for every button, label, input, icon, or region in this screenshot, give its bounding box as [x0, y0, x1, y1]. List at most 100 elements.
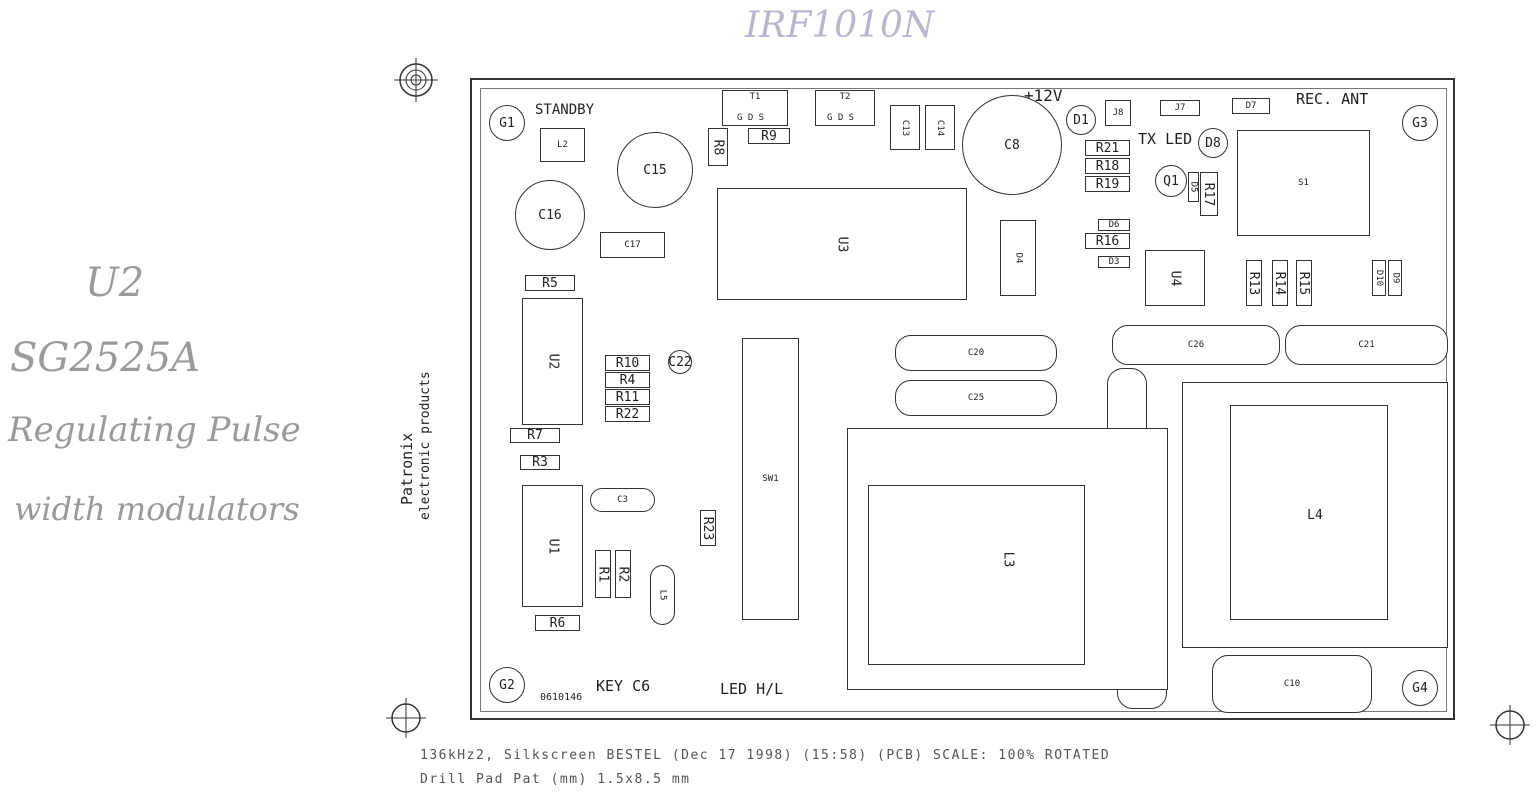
component-label: R16: [1095, 233, 1120, 249]
component-l3: L3: [847, 428, 1168, 690]
component-r21: R21: [1085, 140, 1130, 156]
brand-tagline: electronic products: [418, 371, 433, 520]
component-label: R10: [615, 355, 640, 371]
component-label: C3: [617, 495, 628, 505]
component-label: R6: [549, 615, 566, 631]
component-label: R19: [1095, 176, 1120, 192]
component-r7: R7: [510, 428, 560, 443]
component-j8: J8: [1105, 100, 1131, 126]
component-r6: R6: [535, 615, 580, 631]
component-label: R21: [1095, 140, 1120, 156]
standby-label: STANDBY: [535, 102, 595, 118]
component-label: L5: [657, 589, 668, 601]
registration-mark-icon: [1490, 705, 1530, 745]
component-c3: C3: [590, 488, 655, 512]
pcb-outline: [470, 78, 1455, 720]
component-label: R18: [1095, 158, 1120, 174]
component-u3: U3: [717, 188, 967, 300]
component-c17: C17: [600, 232, 665, 258]
handwritten-desc-2: width modulators: [14, 490, 300, 528]
component-label: G3: [1412, 115, 1428, 131]
brand-name: Patronix: [398, 432, 416, 505]
component-c10: C10: [1212, 655, 1372, 713]
component-t2: T2: [815, 90, 875, 126]
component-g4: G4: [1402, 670, 1438, 706]
gds-label: G D S: [827, 113, 855, 123]
component-d6: D6: [1098, 219, 1130, 231]
component-label: L4: [1307, 507, 1323, 523]
component-label: R17: [1201, 182, 1217, 206]
component-label: D4: [1013, 252, 1023, 264]
footer-line-2: Drill Pad Pat (mm) 1.5x8.5 mm: [420, 772, 691, 787]
component-d4: D4: [1000, 220, 1036, 296]
component-c22: C22: [668, 350, 692, 374]
component-d10: D10: [1372, 260, 1386, 296]
component-label: C14: [934, 119, 945, 136]
serial-label: 0610146: [540, 692, 583, 703]
component-label: U3: [834, 236, 850, 252]
component-label: D7: [1245, 101, 1257, 111]
component-label: G2: [499, 677, 515, 693]
component-r2: R2: [615, 550, 631, 598]
component-r4: R4: [605, 372, 650, 388]
component-d8: D8: [1198, 128, 1228, 158]
component-label: J7: [1174, 103, 1186, 113]
component-r15: R15: [1296, 260, 1312, 306]
component-label: D9: [1390, 272, 1400, 284]
component-r5: R5: [525, 275, 575, 291]
component-c21: C21: [1285, 325, 1448, 365]
component-c8: C8: [962, 95, 1062, 195]
component-c25: C25: [895, 380, 1057, 416]
component-label: C20: [967, 348, 985, 358]
component-c13: C13: [890, 105, 920, 150]
component-label: C17: [624, 240, 641, 250]
component-g1: G1: [489, 105, 525, 141]
component-c16: C16: [515, 180, 585, 250]
component-label: D3: [1108, 257, 1120, 267]
component-u4: U4: [1145, 250, 1205, 306]
component-t1: T1: [722, 90, 788, 126]
component-c26: C26: [1112, 325, 1280, 365]
component-label: R22: [615, 406, 640, 422]
handwritten-desc-1: Regulating Pulse: [8, 410, 301, 450]
component-label: U2: [545, 353, 560, 370]
component-label: R5: [542, 275, 558, 291]
component-q1: Q1: [1155, 165, 1187, 197]
component-label: T2: [839, 92, 851, 102]
component-r22: R22: [605, 406, 650, 422]
component-label: C10: [1283, 679, 1301, 689]
component-label: R9: [761, 128, 777, 144]
component-r16: R16: [1085, 233, 1130, 249]
component-label: D5: [1188, 181, 1199, 193]
component-c15: C15: [617, 132, 693, 208]
component-label: R11: [615, 389, 640, 405]
component-c14: C14: [925, 105, 955, 150]
component-label: SW1: [762, 474, 779, 484]
component-d7: D7: [1232, 98, 1270, 114]
component-r19: R19: [1085, 176, 1130, 192]
component-s1: S1: [1237, 130, 1370, 236]
handwritten-chip: SG2525A: [10, 335, 201, 381]
component-label: C21: [1358, 340, 1375, 350]
led-hl-label: LED H/L: [720, 680, 784, 698]
rec-ant-label: REC. ANT: [1296, 90, 1369, 108]
component-r1: R1: [595, 550, 611, 598]
component-label: C25: [967, 393, 985, 403]
registration-mark-icon: [386, 698, 426, 738]
component-label: R23: [700, 516, 716, 540]
handwritten-part-number: IRF1010N: [745, 5, 935, 46]
component-label: L2: [557, 140, 568, 150]
component-label: R13: [1246, 271, 1262, 295]
component-d1: D1: [1066, 105, 1096, 135]
footer-line-1: 136kHz2, Silkscreen BESTEL (Dec 17 1998)…: [420, 748, 1111, 763]
component-label: R4: [619, 372, 636, 388]
component-label: R14: [1272, 271, 1288, 295]
component-label: C15: [643, 162, 667, 178]
component-label: T1: [749, 92, 761, 102]
component-label: R15: [1296, 271, 1312, 295]
component-r13: R13: [1246, 260, 1262, 306]
component-r9: R9: [748, 128, 790, 144]
component-l5: L5: [650, 565, 675, 625]
component-label: C16: [538, 207, 562, 223]
component-d5: D5: [1188, 172, 1199, 202]
